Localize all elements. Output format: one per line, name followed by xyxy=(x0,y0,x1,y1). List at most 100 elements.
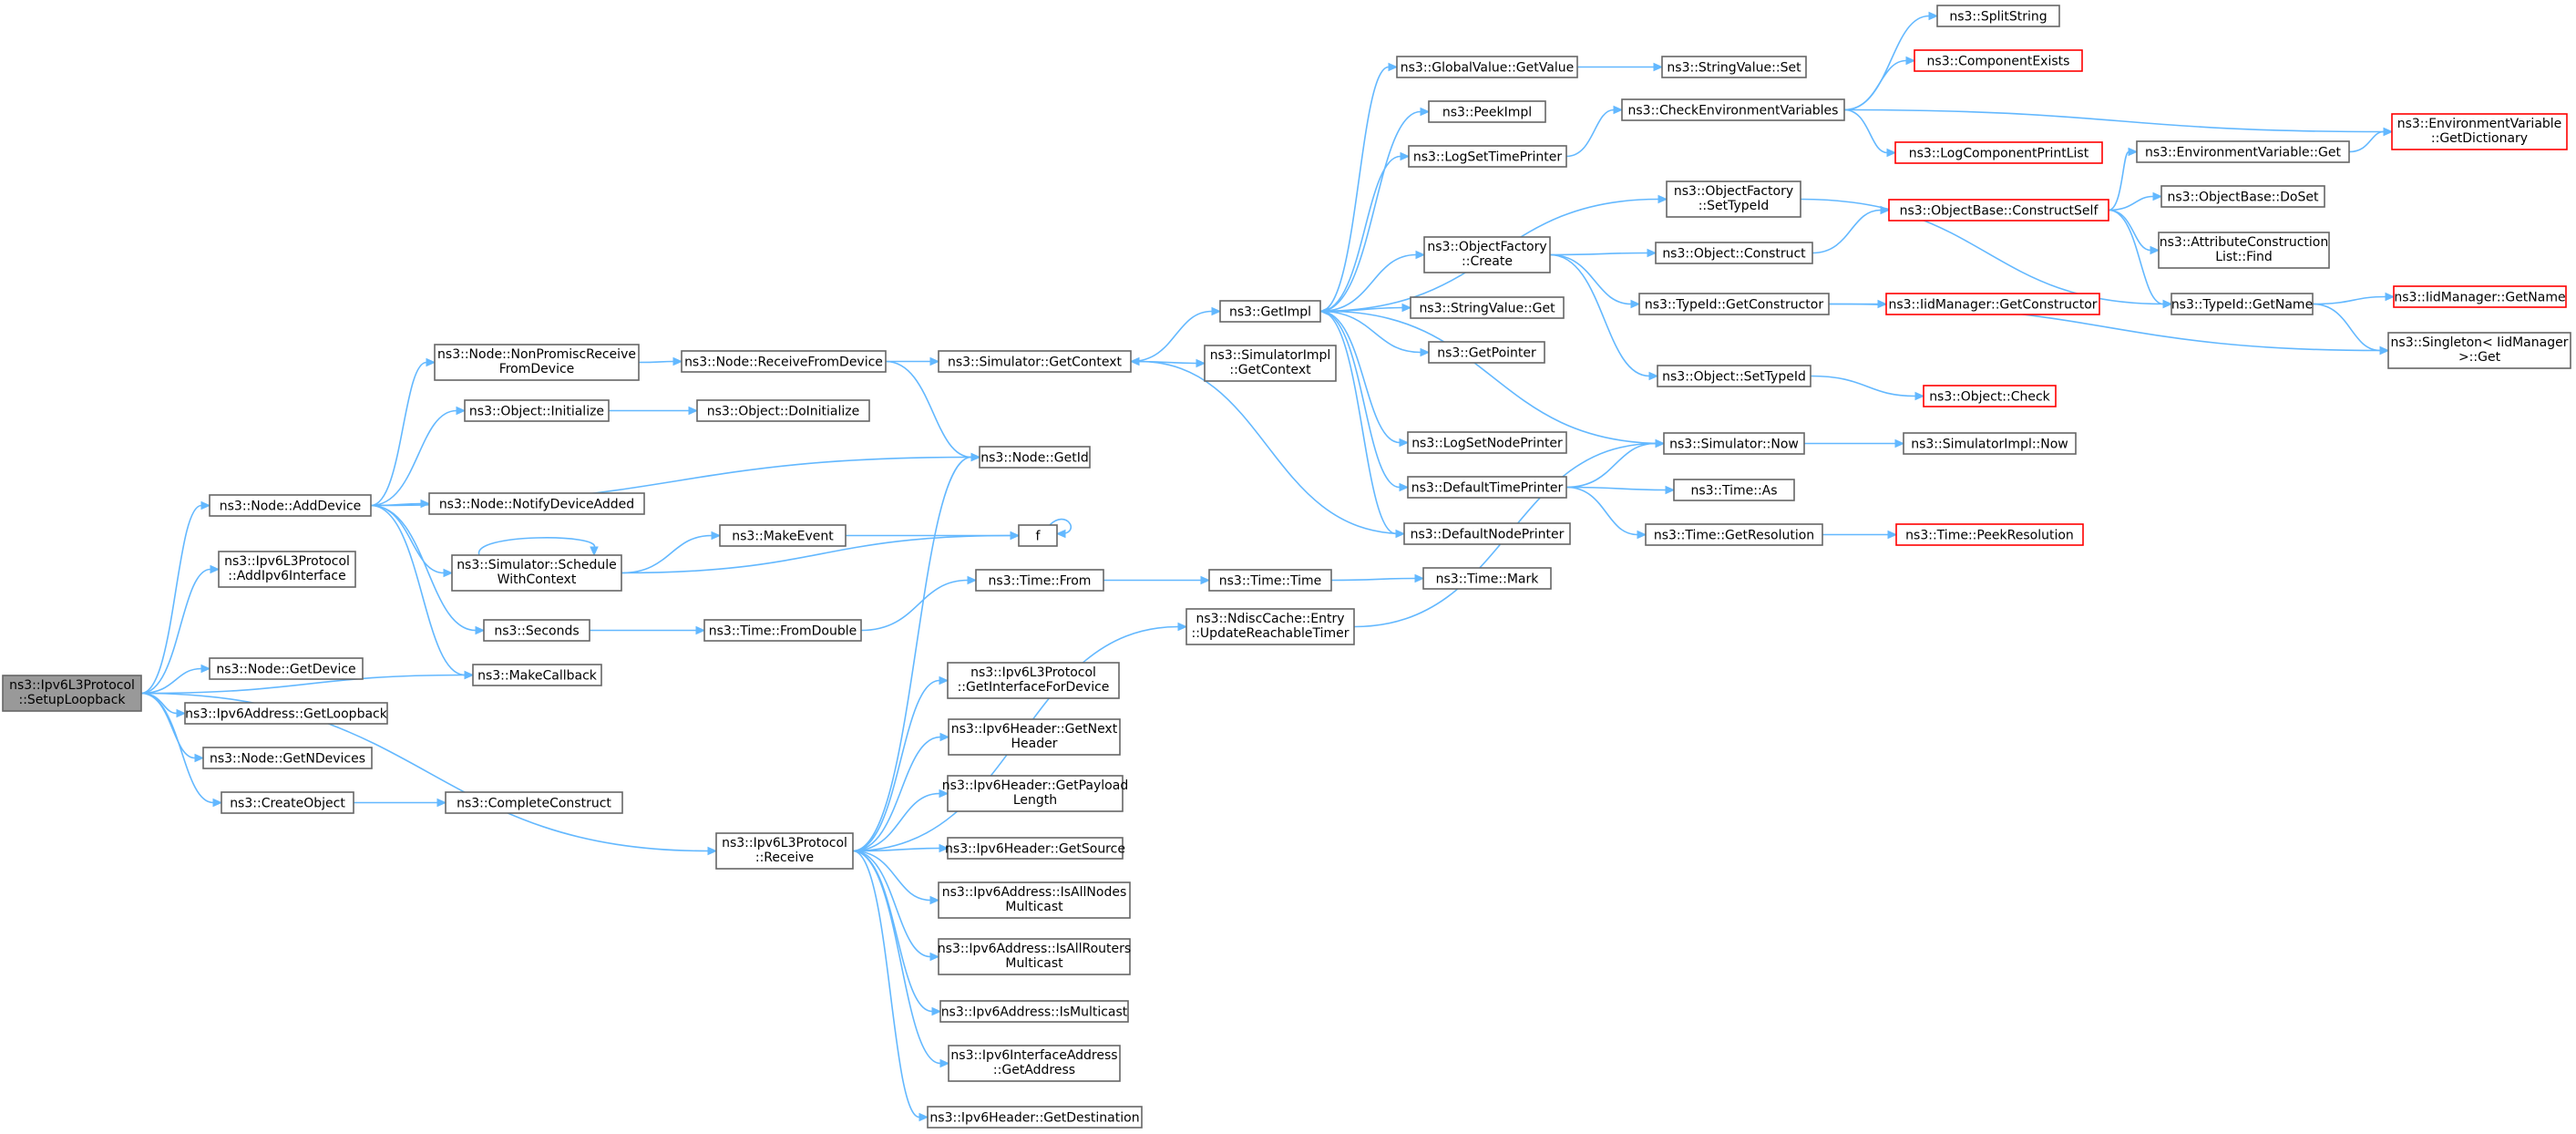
node-box[interactable] xyxy=(218,551,356,588)
node-time-peek-resolution[interactable]: ns3::Time::PeekResolution xyxy=(1895,523,2084,546)
node-box[interactable] xyxy=(2387,332,2571,369)
node-get-n-devices[interactable]: ns3::Node::GetNDevices xyxy=(202,747,373,769)
node-object-initialize[interactable]: ns3::Object::Initialize xyxy=(464,399,610,422)
node-box[interactable] xyxy=(927,1106,1143,1129)
node-box[interactable] xyxy=(1396,56,1578,78)
node-simimpl-get-context[interactable]: ns3::SimulatorImpl::GetContext xyxy=(1204,345,1337,382)
node-box[interactable] xyxy=(209,494,372,517)
node-box[interactable] xyxy=(209,657,364,680)
node-log-set-time-printer[interactable]: ns3::LogSetTimePrinter xyxy=(1408,145,1567,168)
node-node-get-id[interactable]: ns3::Node::GetId xyxy=(979,446,1091,469)
node-box[interactable] xyxy=(2391,113,2568,150)
node-box[interactable] xyxy=(938,350,1132,373)
node-box[interactable] xyxy=(472,664,602,686)
node-box[interactable] xyxy=(1407,431,1567,454)
node-string-value-set[interactable]: ns3::StringValue::Set xyxy=(1661,56,1807,78)
node-box[interactable] xyxy=(696,399,870,422)
node-log-component-print-list[interactable]: ns3::LogComponentPrintList xyxy=(1894,141,2103,164)
node-is-multicast[interactable]: ns3::Ipv6Address::IsMulticast xyxy=(939,1000,1129,1023)
node-box[interactable] xyxy=(715,832,854,870)
node-make-event[interactable]: ns3::MakeEvent xyxy=(719,524,847,547)
node-add-ipv6-interface[interactable]: ns3::Ipv6L3Protocol::AddIpv6Interface xyxy=(218,551,356,588)
node-get-loopback[interactable]: ns3::Ipv6Address::GetLoopback xyxy=(184,702,388,725)
node-box[interactable] xyxy=(2160,185,2325,208)
node-time-from-double[interactable]: ns3::Time::FromDouble xyxy=(703,619,862,642)
node-box[interactable] xyxy=(428,492,645,515)
node-box[interactable] xyxy=(947,662,1120,699)
node-box[interactable] xyxy=(979,446,1091,469)
node-make-callback[interactable]: ns3::MakeCallback xyxy=(472,664,602,686)
node-box[interactable] xyxy=(434,344,640,381)
node-typeid-get-name[interactable]: ns3::TypeId::GetName xyxy=(2171,293,2314,315)
node-box[interactable] xyxy=(1666,180,1801,218)
node-objectbase-doset[interactable]: ns3::ObjectBase::DoSet xyxy=(2160,185,2325,208)
node-box[interactable] xyxy=(1903,432,2077,455)
node-box[interactable] xyxy=(1657,365,1811,387)
node-simimpl-now[interactable]: ns3::SimulatorImpl::Now xyxy=(1903,432,2077,455)
node-box[interactable] xyxy=(2,675,142,712)
node-get-destination[interactable]: ns3::Ipv6Header::GetDestination xyxy=(927,1106,1143,1129)
node-get-interface-for-device[interactable]: ns3::Ipv6L3Protocol::GetInterfaceForDevi… xyxy=(947,662,1120,699)
node-box[interactable] xyxy=(1185,608,1355,645)
node-objectbase-construct-self[interactable]: ns3::ObjectBase::ConstructSelf xyxy=(1888,199,2109,222)
node-box[interactable] xyxy=(947,837,1124,860)
node-check-env-vars[interactable]: ns3::CheckEnvironmentVariables xyxy=(1621,98,1845,121)
node-create-object[interactable]: ns3::CreateObject xyxy=(221,791,354,814)
node-box[interactable] xyxy=(1410,296,1565,319)
node-box[interactable] xyxy=(1894,141,2103,164)
node-box[interactable] xyxy=(1923,385,2057,407)
node-ndisc-update[interactable]: ns3::NdiscCache::Entry::UpdateReachableT… xyxy=(1185,608,1355,645)
node-box[interactable] xyxy=(1663,432,1805,455)
node-default-time-printer[interactable]: ns3::DefaultTimePrinter xyxy=(1407,476,1567,499)
node-singleton-get[interactable]: ns3::Singleton< IidManager >::Get xyxy=(2387,332,2571,369)
node-time-as[interactable]: ns3::Time::As xyxy=(1673,479,1795,501)
node-box[interactable] xyxy=(1645,523,1823,546)
node-box[interactable] xyxy=(975,569,1104,592)
node-box[interactable] xyxy=(445,791,623,814)
node-box[interactable] xyxy=(1422,567,1552,590)
node-get-source[interactable]: ns3::Ipv6Header::GetSource xyxy=(945,837,1125,860)
node-default-node-printer[interactable]: ns3::DefaultNodePrinter xyxy=(1403,522,1571,545)
node-box[interactable] xyxy=(221,791,354,814)
node-box[interactable] xyxy=(681,350,887,373)
node-f[interactable]: f xyxy=(1018,524,1058,547)
node-add-device[interactable]: ns3::Node::AddDevice xyxy=(209,494,372,517)
node-box[interactable] xyxy=(1888,199,2109,222)
node-iface-get-address[interactable]: ns3::Ipv6InterfaceAddress::GetAddress xyxy=(948,1045,1121,1082)
node-box[interactable] xyxy=(1407,476,1567,499)
node-object-factory-set-type[interactable]: ns3::ObjectFactory::SetTypeId xyxy=(1666,180,1801,218)
node-box[interactable] xyxy=(1936,5,2060,27)
node-box[interactable] xyxy=(1895,523,2084,546)
node-object-check[interactable]: ns3::Object::Check xyxy=(1923,385,2057,407)
node-box[interactable] xyxy=(1914,49,2083,72)
node-root[interactable]: ns3::Ipv6L3Protocol::SetupLoopback xyxy=(2,675,142,712)
node-seconds[interactable]: ns3::Seconds xyxy=(483,619,590,642)
node-box[interactable] xyxy=(939,1000,1129,1023)
node-typeid-get-constructor[interactable]: ns3::TypeId::GetConstructor xyxy=(1638,293,1830,315)
node-box[interactable] xyxy=(938,881,1131,919)
node-do-initialize[interactable]: ns3::Object::DoInitialize xyxy=(696,399,870,422)
node-env-var-get-dictionary[interactable]: ns3::EnvironmentVariable::GetDictionary xyxy=(2391,113,2568,150)
node-complete-construct[interactable]: ns3::CompleteConstruct xyxy=(445,791,623,814)
node-box[interactable] xyxy=(2158,232,2330,269)
node-box[interactable] xyxy=(1018,524,1058,547)
node-box[interactable] xyxy=(2136,140,2350,163)
node-box[interactable] xyxy=(1403,522,1571,545)
node-get-pointer[interactable]: ns3::GetPointer xyxy=(1428,341,1545,364)
node-box[interactable] xyxy=(464,399,610,422)
node-box[interactable] xyxy=(1423,236,1551,273)
node-global-value-get[interactable]: ns3::GlobalValue::GetValue xyxy=(1396,56,1578,78)
node-get-impl[interactable]: ns3::GetImpl xyxy=(1219,300,1321,323)
node-get-device[interactable]: ns3::Node::GetDevice xyxy=(209,657,364,680)
node-box[interactable] xyxy=(1638,293,1830,315)
node-box[interactable] xyxy=(1408,145,1567,168)
node-log-set-node-printer[interactable]: ns3::LogSetNodePrinter xyxy=(1407,431,1567,454)
node-time-mark[interactable]: ns3::Time::Mark xyxy=(1422,567,1552,590)
node-receive-from-device[interactable]: ns3::Node::ReceiveFromDevice xyxy=(681,350,887,373)
node-string-value-get[interactable]: ns3::StringValue::Get xyxy=(1410,296,1565,319)
